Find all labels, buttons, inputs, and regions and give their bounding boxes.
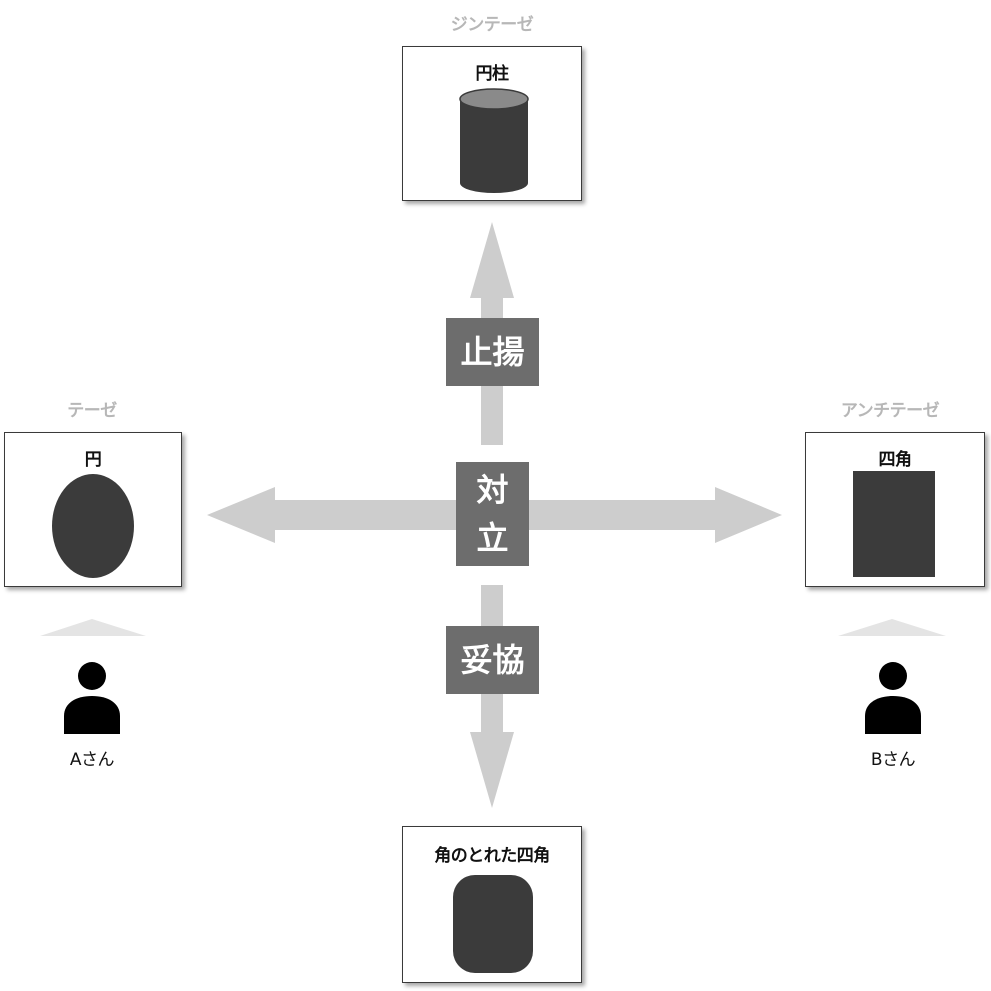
thesis-title: 円 — [84, 450, 102, 470]
person-b-label: Bさん — [870, 750, 916, 770]
person-icon — [865, 662, 921, 734]
compromise-box: 角のとれた四角 — [402, 826, 582, 983]
antithesis-pointer — [838, 619, 946, 636]
thesis-pointer — [40, 619, 146, 636]
thesis-caption: テーゼ — [67, 401, 117, 421]
antithesis-box: 四角 — [805, 432, 985, 587]
rectangle-shape — [853, 471, 935, 577]
compromise-arrow — [470, 585, 514, 808]
synthesis-title: 円柱 — [475, 64, 510, 84]
compromise-label: 妥協 — [446, 626, 539, 694]
thesis-box: 円 — [4, 432, 182, 587]
opposition-label: 対 立 — [456, 462, 529, 566]
compromise-title: 角のとれた四角 — [434, 846, 550, 866]
antithesis-caption: アンチテーゼ — [840, 401, 940, 421]
ellipse-shape — [52, 474, 134, 578]
rounded-rectangle-shape — [453, 875, 533, 973]
person-a-label: Aさん — [69, 750, 115, 770]
antithesis-title: 四角 — [878, 450, 913, 470]
cylinder-shape — [459, 88, 529, 193]
person-icon — [64, 662, 120, 734]
aufheben-label: 止揚 — [446, 318, 539, 386]
synthesis-box: 円柱 — [402, 46, 582, 201]
synthesis-caption: ジンテーゼ — [450, 15, 534, 35]
